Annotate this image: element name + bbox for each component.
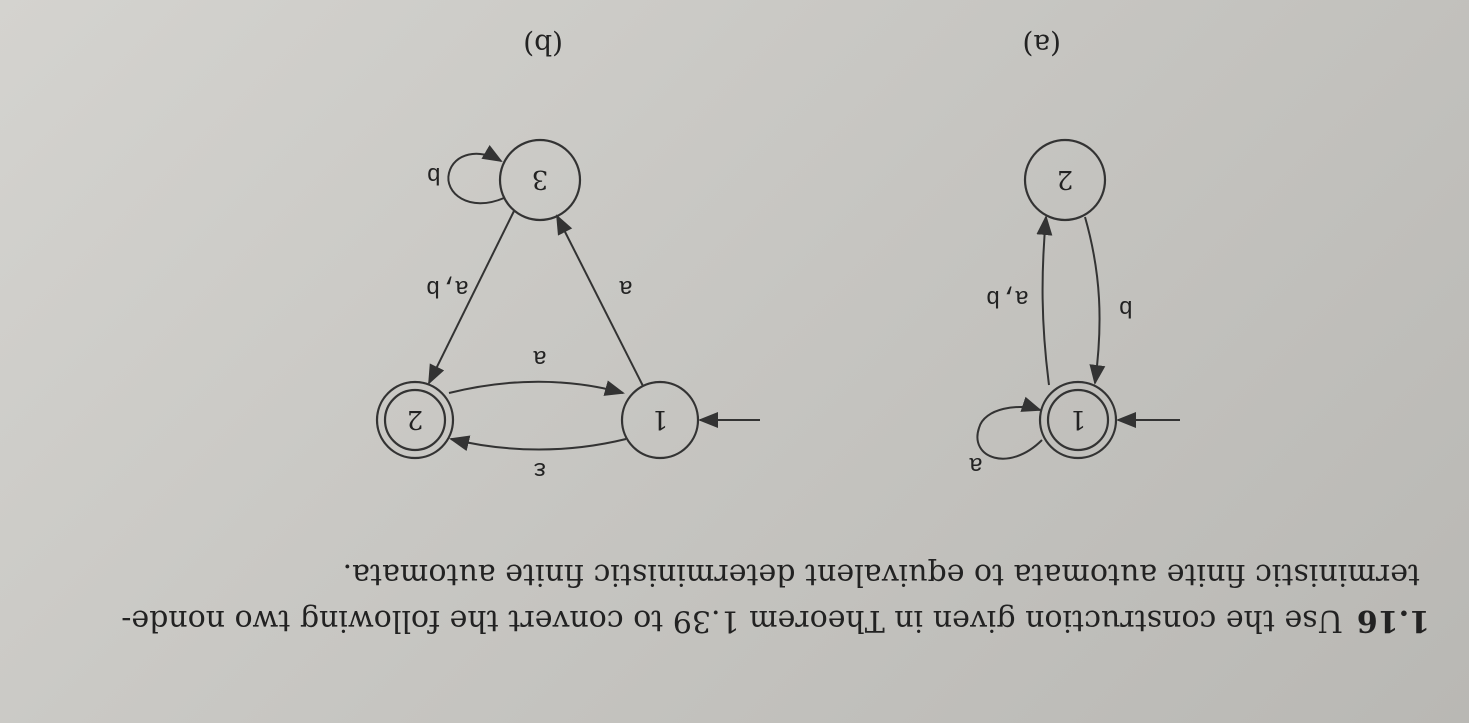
diagram-b: 1 2 3 ε a a a,b b (b) xyxy=(375,28,760,482)
edge-a1-a2 xyxy=(1036,215,1053,386)
edge-b1-b2 xyxy=(449,435,627,451)
problem-line-1: 1.16 Use the construction given in Theore… xyxy=(121,603,1430,638)
label-a2-a1: b xyxy=(1119,293,1133,320)
label-b1-b2: ε xyxy=(533,455,547,482)
state-b1 xyxy=(620,380,700,460)
state-b2-accept-ring xyxy=(383,388,447,452)
state-a2-label: 2 xyxy=(1057,164,1074,194)
state-a1-accept-ring xyxy=(1046,388,1110,452)
diagram-a: 1 2 a a,b b (a) xyxy=(969,28,1180,477)
label-a1-a2: a,b xyxy=(986,283,1029,310)
label-b1-b3: a xyxy=(619,273,633,300)
problem-number: 1.16 xyxy=(1357,603,1430,638)
label-b3-b3: b xyxy=(427,160,441,187)
loop-a1 xyxy=(976,396,1043,460)
state-a1-label: 1 xyxy=(1070,404,1087,434)
label-b2-b1: a xyxy=(533,343,547,370)
state-b3-label: 3 xyxy=(532,164,549,194)
label-a1-a1: a xyxy=(969,450,983,477)
edge-b3-b2 xyxy=(428,210,515,385)
state-a1 xyxy=(1038,380,1118,460)
problem-text-1: Use the construction given in Theorem 1.… xyxy=(121,603,1343,638)
caption-b: (b) xyxy=(523,28,563,61)
state-b3 xyxy=(498,138,582,222)
problem-line-2: terministic finite automata to equivalen… xyxy=(343,557,1420,592)
state-b2 xyxy=(375,380,455,460)
caption-a: (a) xyxy=(1022,28,1061,61)
problem-statement: 1.16 Use the construction given in Theore… xyxy=(121,557,1430,638)
label-b3-b2: a,b xyxy=(426,273,469,300)
loop-b3 xyxy=(447,144,505,205)
edge-b2-b1 xyxy=(448,380,625,396)
state-a2 xyxy=(1023,138,1107,222)
edge-a2-a1 xyxy=(1084,216,1106,385)
edge-b1-b3 xyxy=(556,214,644,387)
state-b2-label: 2 xyxy=(407,404,424,434)
state-b1-label: 1 xyxy=(652,404,669,434)
